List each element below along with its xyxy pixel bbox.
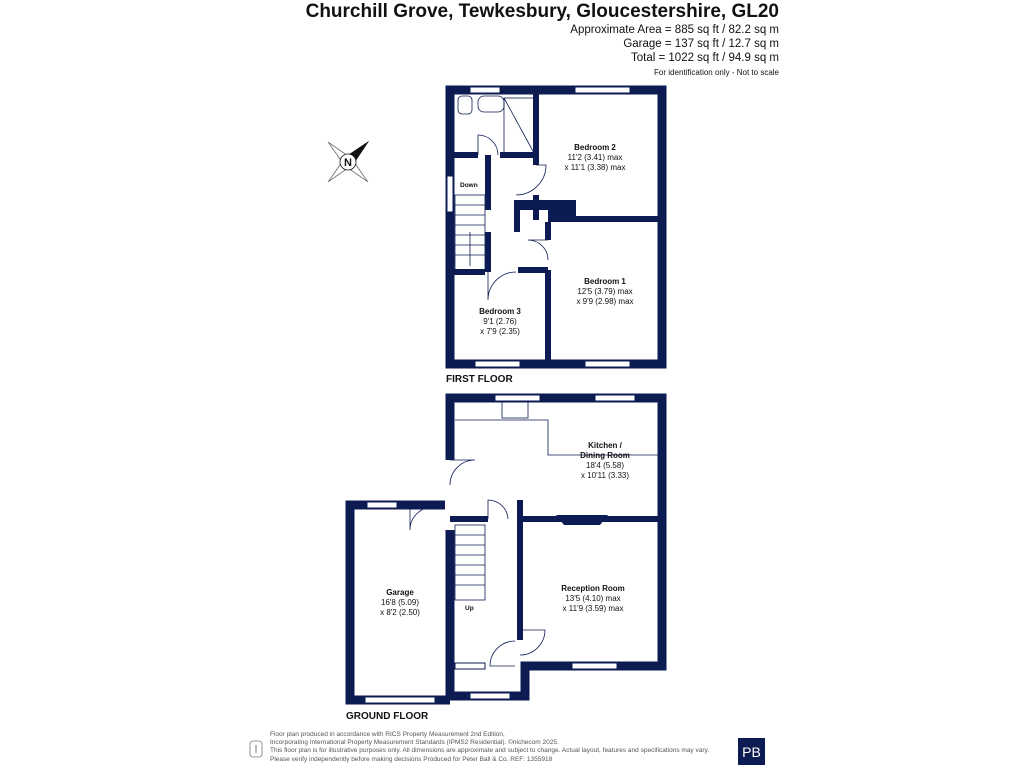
ground-floor-label: GROUND FLOOR <box>346 711 429 722</box>
bath-icon <box>503 97 535 154</box>
compass-icon: N <box>327 140 370 183</box>
room-labels: Down Up Bedroom 2 11'2 (3.41) max x 11'1… <box>380 143 633 617</box>
door-swing <box>519 629 546 656</box>
window <box>571 662 618 670</box>
pb-logo: PB <box>738 738 765 765</box>
first-floor-windows <box>446 86 631 368</box>
bedroom2-dim2: x 11'1 (3.38) max <box>565 163 626 172</box>
bedroom2-dim1: 11'2 (3.41) max <box>568 153 623 162</box>
first-floor-stairs <box>454 194 486 271</box>
bedroom2-name: Bedroom 2 <box>574 143 616 152</box>
cupboard-block <box>514 200 576 232</box>
bedroom3-dim2: x 7'9 (2.35) <box>480 327 520 336</box>
first-floor-inner-walls <box>452 92 660 362</box>
measurement-logo <box>248 740 264 763</box>
stairs <box>454 194 486 271</box>
reception-dim2: x 11'9 (3.59) max <box>563 604 624 613</box>
window <box>474 360 521 368</box>
approx-area: Approximate Area = 885 sq ft / 82.2 sq m <box>570 24 779 36</box>
footer-line-2: Incorporating International Property Mea… <box>270 739 559 747</box>
garage-dim2: x 8'2 (2.50) <box>380 608 420 617</box>
compass-letter: N <box>344 157 352 169</box>
stairs-down-label: Down <box>460 182 478 189</box>
door-swing <box>527 239 549 261</box>
footer-line-1: Floor plan produced in accordance with R… <box>270 731 505 738</box>
toilet-icon <box>457 95 473 115</box>
kitchen-dim2: x 10'11 (3.33) <box>581 471 629 480</box>
first-floor-label: FIRST FLOOR <box>446 374 513 385</box>
door-swing <box>515 164 547 196</box>
footer-disclaimer: Floor plan produced in accordance with R… <box>270 731 740 764</box>
total-area: Total = 1022 sq ft / 94.9 sq m <box>631 52 779 64</box>
door-swing <box>487 271 517 301</box>
reception-dim1: 13'5 (4.10) max <box>565 594 620 603</box>
footer-line-4: Please verify independently before makin… <box>270 755 553 763</box>
window <box>469 692 511 700</box>
door-swing <box>409 506 434 531</box>
ground-floor-doors <box>409 459 546 667</box>
window <box>446 175 454 213</box>
window <box>469 86 501 94</box>
first-floor-walls <box>445 85 667 369</box>
window <box>366 501 398 509</box>
stairs-up-label: Up <box>465 605 474 612</box>
window <box>594 394 636 402</box>
worktop <box>455 419 660 456</box>
window <box>364 696 436 704</box>
identification-note: For identification only - Not to scale <box>654 68 779 77</box>
door-swing <box>449 459 476 486</box>
garage-dim1: 16'8 (5.09) <box>381 598 419 607</box>
door-swing <box>489 640 516 667</box>
ground-floor-stairs <box>454 524 486 601</box>
door-swing <box>477 134 499 156</box>
window <box>454 662 486 670</box>
first-floor-doors <box>477 134 549 301</box>
kitchen-units <box>455 401 660 456</box>
info-icon <box>249 740 263 758</box>
bedroom1-dim2: x 9'9 (2.98) max <box>576 297 633 306</box>
basin-icon <box>477 95 505 113</box>
first-floor-outline <box>445 85 667 369</box>
window <box>574 86 631 94</box>
door-swing <box>487 499 509 520</box>
stairs <box>454 524 486 601</box>
ground-floor-outline <box>445 393 667 701</box>
bedroom3-dim1: 9'1 (2.76) <box>483 317 517 326</box>
kitchen-name-1: Kitchen / <box>588 441 623 450</box>
property-title: Churchill Grove, Tewkesbury, Gloucesters… <box>305 1 779 22</box>
garage-area: Garage = 137 sq ft / 12.7 sq m <box>623 38 779 50</box>
sink-icon <box>501 401 529 419</box>
ground-floor-windows <box>364 394 636 704</box>
garage-name: Garage <box>386 588 414 597</box>
reception-name: Reception Room <box>561 584 625 593</box>
ground-floor-inner-walls <box>450 500 660 640</box>
bedroom1-dim1: 12'5 (3.79) max <box>577 287 632 296</box>
header: Churchill Grove, Tewkesbury, Gloucesters… <box>306 0 779 77</box>
kitchen-dim1: 18'4 (5.58) <box>586 461 624 470</box>
fireplace <box>556 515 608 525</box>
window <box>584 360 631 368</box>
bedroom1-name: Bedroom 1 <box>584 277 626 286</box>
window <box>494 394 541 402</box>
bedroom3-name: Bedroom 3 <box>479 307 521 316</box>
kitchen-name-2: Dining Room <box>580 451 630 460</box>
footer-line-3: This floor plan is for illustrative purp… <box>270 747 710 755</box>
bathroom-fixtures <box>457 95 535 154</box>
bath-line <box>503 97 535 154</box>
